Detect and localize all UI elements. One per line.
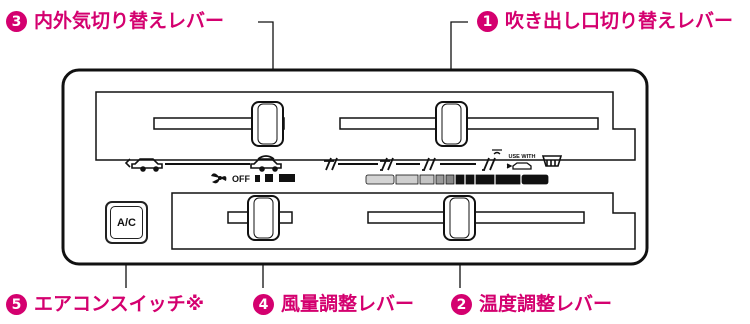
callout-number-5: 5 [6, 294, 27, 315]
callout-number-2: 2 [451, 294, 472, 315]
callout-temperature-lever: 2 温度調整レバー [451, 294, 612, 315]
defrost-icon [541, 155, 563, 167]
vent-feet-icon [422, 157, 436, 171]
vent-bilevel-icon [380, 157, 394, 171]
vent-face-icon [324, 157, 338, 171]
callout-label-recirculation-lever: 内外気切り替えレバー [34, 10, 225, 32]
callout-number-4: 4 [253, 294, 274, 315]
callout-label-ac-switch: エアコンスイッチ※ [34, 293, 205, 315]
fan-speed-step-3 [279, 174, 295, 182]
use-with-ac-icon [506, 162, 532, 170]
recirculation-lever-knob [251, 101, 284, 147]
temperature-gradient-bar [365, 174, 549, 185]
use-with-label: USE WITH [509, 154, 536, 160]
fan-off-label: OFF [232, 174, 250, 184]
recirculate-car-icon [250, 155, 282, 172]
vent-mode-lever-track [339, 117, 599, 130]
fan-speed-lever-knob [247, 195, 280, 241]
callout-ac-switch: 5 エアコンスイッチ※ [6, 294, 204, 315]
callout-fan-speed-lever: 4 風量調整レバー [253, 294, 414, 315]
callout-label-temperature-lever: 温度調整レバー [479, 293, 613, 315]
callout-recirculation-lever: 3 内外気切り替えレバー [6, 11, 224, 32]
fan-icon [211, 173, 227, 184]
temperature-lever-knob [443, 195, 476, 241]
callout-label-fan-speed-lever: 風量調整レバー [281, 293, 415, 315]
fresh-air-car-icon [124, 158, 163, 172]
callout-number-3: 3 [6, 11, 27, 32]
fan-speed-step-2 [265, 174, 273, 182]
ac-switch-button[interactable]: A/C [105, 201, 148, 244]
vent-mode-lever-knob [435, 101, 468, 147]
callout-number-1: 1 [477, 11, 498, 32]
vent-feet-defrost-icon [482, 149, 502, 171]
fan-speed-step-1 [255, 175, 260, 182]
ac-switch-label: A/C [117, 216, 136, 229]
callout-label-vent-mode-lever: 吹き出し口切り替えレバー [505, 10, 734, 32]
callout-vent-mode-lever: 1 吹き出し口切り替えレバー [477, 11, 733, 32]
ac-switch-face[interactable]: A/C [110, 206, 143, 239]
